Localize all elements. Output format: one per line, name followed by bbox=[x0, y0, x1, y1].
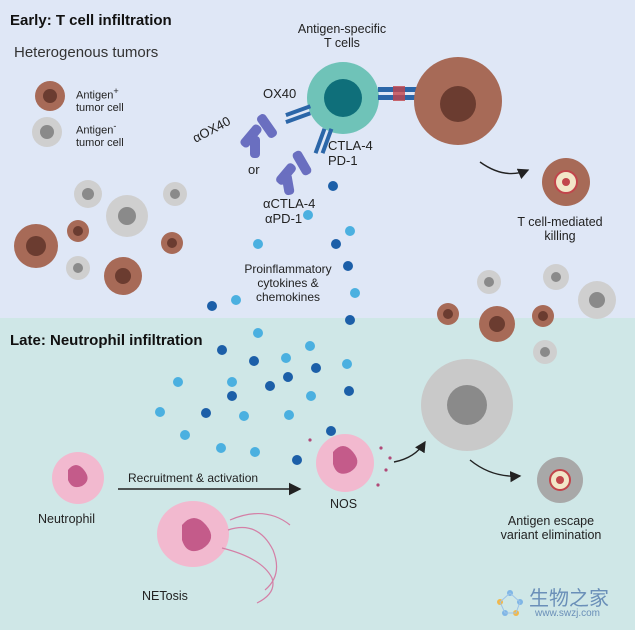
aox40-antibody bbox=[240, 114, 277, 158]
dying-tumor-cell-bottom bbox=[537, 457, 583, 503]
neutrophil-label: Neutrophil bbox=[38, 512, 95, 526]
ox40-label: OX40 bbox=[263, 86, 297, 101]
nos-arrow bbox=[393, 440, 426, 463]
apd1-label: αPD-1 bbox=[265, 211, 303, 226]
antigen-negative-tumor-large bbox=[421, 359, 513, 451]
legend-antigen-positive-cell bbox=[35, 81, 65, 111]
tcell-label: Antigen-specific T cells bbox=[297, 22, 387, 50]
cytokines-label: Proinflammatory cytokines & chemokines bbox=[244, 262, 332, 304]
neutrophil-cell bbox=[52, 452, 104, 504]
actla4-antibody bbox=[276, 150, 312, 196]
killing-label: T cell-mediated killing bbox=[517, 215, 603, 243]
dying-tumor-cell-top bbox=[542, 158, 590, 206]
early-subheading: Heterogenous tumors bbox=[14, 44, 159, 61]
tumor-cluster-right bbox=[437, 264, 616, 364]
escape-label: Antigen escape variant elimination bbox=[500, 514, 602, 542]
ctla4-receptor bbox=[313, 128, 334, 154]
netosis-label: NETosis bbox=[142, 589, 188, 603]
late-heading: Late: Neutrophil infiltration bbox=[10, 332, 203, 349]
activated-neutrophil bbox=[308, 434, 392, 492]
early-heading: Early: T cell infiltration bbox=[10, 12, 172, 29]
t-cell bbox=[307, 62, 379, 134]
tcr-receptor bbox=[378, 86, 424, 101]
antigen-positive-tumor-large bbox=[414, 57, 502, 145]
actla4-label: αCTLA-4 bbox=[263, 196, 316, 211]
watermark: 生物之家 www.swzj.com bbox=[495, 582, 635, 626]
nos-label: NOS bbox=[330, 497, 358, 511]
recruitment-label: Recruitment & activation bbox=[128, 471, 259, 485]
legend-positive-label: Antigen+ tumor cell bbox=[76, 86, 124, 114]
elimination-arrow bbox=[469, 459, 522, 483]
early-panel bbox=[0, 0, 635, 318]
ox40-receptor bbox=[285, 104, 312, 125]
watermark-logo-icon bbox=[497, 590, 523, 616]
legend-negative-label: Antigen- tumor cell bbox=[76, 121, 124, 149]
killing-arrow bbox=[479, 161, 530, 180]
watermark-url: www.swzj.com bbox=[535, 608, 601, 619]
legend-antigen-negative-cell bbox=[32, 117, 62, 147]
ctla4-label: CTLA-4 bbox=[328, 138, 373, 153]
or-label: or bbox=[248, 162, 260, 177]
tumor-cluster-left bbox=[14, 180, 187, 295]
cytokine-dots bbox=[155, 181, 360, 465]
pd1-label: PD-1 bbox=[328, 153, 358, 168]
watermark-cn: 生物之家 bbox=[529, 586, 609, 610]
netosis-cell bbox=[157, 501, 291, 604]
